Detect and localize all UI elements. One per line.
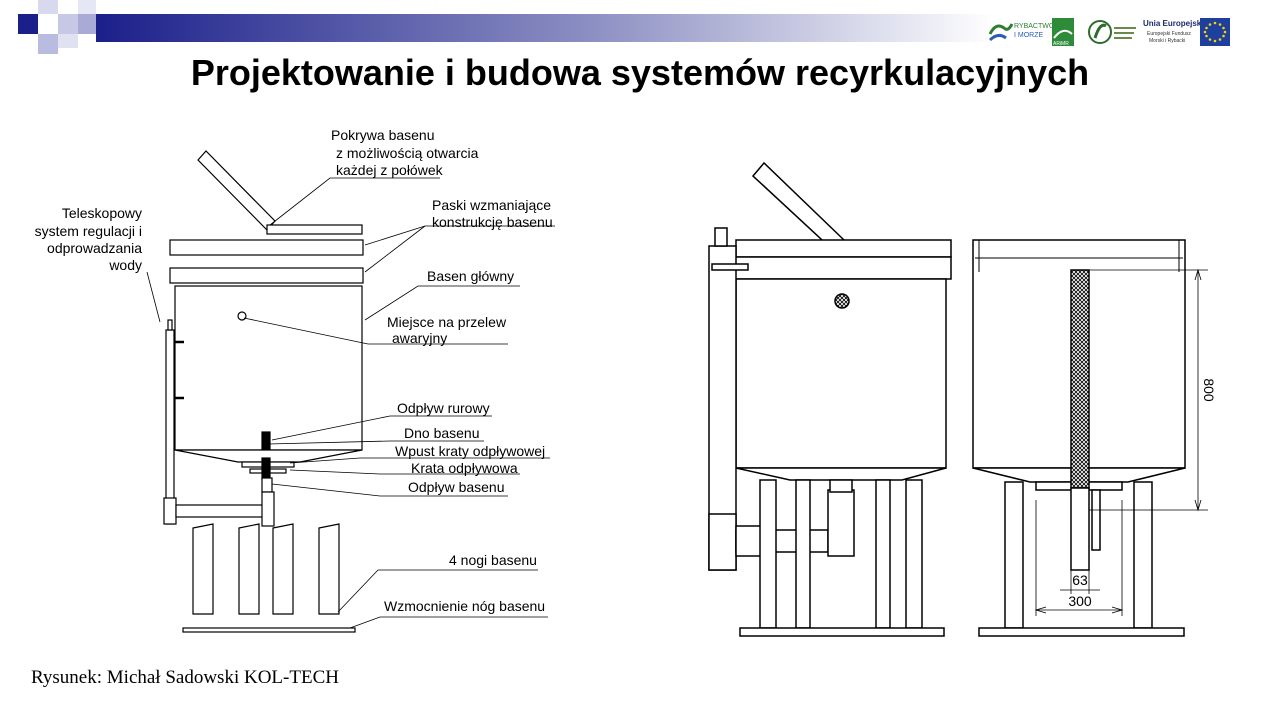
funding-logos: RYBACTWO I MORZE ARiMR Unia Europejska E…	[986, 14, 1234, 50]
eu-fund-text-2: Morski i Rybacki	[1149, 38, 1185, 44]
section-base	[978, 627, 1185, 637]
label-telescopic-3: odprowadzania	[47, 240, 142, 256]
label-telescopic-2: system regulacji i	[35, 223, 142, 239]
label-cover-2: z możliwością otwarcia	[336, 145, 479, 161]
label-pipe-outflow: Odpływ rurowy	[397, 400, 490, 416]
section-standpipe-mesh	[1070, 269, 1090, 489]
dimension-height: 800	[1201, 378, 1217, 402]
label-grate: Krata odpływowa	[411, 460, 518, 476]
eu-logo: Unia Europejska Europejski Fundusz Morsk…	[1143, 18, 1230, 46]
rybactwo-text-2: I MORZE	[1014, 32, 1043, 39]
dimension-width: 300	[1068, 593, 1092, 609]
label-straps-2: konstrukcję basenu	[432, 214, 553, 230]
section-standpipe	[1070, 487, 1090, 571]
label-telescopic-1: Teleskopowy	[62, 205, 142, 221]
eu-title-text: Unia Europejska	[1143, 19, 1206, 28]
exploded-view: Pokrywa basenu z możliwością otwarcia ka…	[35, 127, 555, 633]
reinforcing-strap-top	[169, 239, 364, 256]
overflow-hole	[237, 311, 247, 321]
tank-outflow	[261, 477, 273, 493]
label-overflow-1: Miejsce na przelew	[387, 314, 507, 330]
side-overflow-grate	[834, 293, 850, 309]
rybactwo-text-1: RYBACTWO	[1014, 23, 1055, 30]
label-leg-brace: Wzmocnienie nóg basenu	[384, 598, 545, 614]
side-bottom	[735, 467, 947, 481]
side-leg	[759, 479, 777, 629]
leader-lines	[146, 177, 555, 629]
rybactwo-logo: RYBACTWO I MORZE	[988, 20, 1055, 42]
side-lid	[735, 239, 952, 258]
title-bar-decoration	[18, 0, 996, 54]
leg	[272, 523, 294, 615]
arimr-logo: ARiMR	[1052, 18, 1074, 47]
section-drain	[1091, 489, 1101, 551]
label-cover-3: każdej z połówek	[336, 162, 444, 178]
side-leg	[795, 479, 811, 629]
label-overflow-2: awaryjny	[392, 330, 447, 346]
label-straps-1: Paski wzmaniające	[432, 197, 551, 213]
figure-caption: Rysunek: Michał Sadowski KOL-TECH	[31, 667, 339, 688]
tank-technical-drawing: Pokrywa basenu z możliwością otwarcia ka…	[35, 127, 1217, 637]
slide-title: Projektowanie i budowa systemów recyrkul…	[190, 52, 1090, 93]
label-grate-inlet: Wpust kraty odpływowej	[395, 443, 545, 459]
drain-pipe	[175, 504, 273, 518]
side-leg	[905, 479, 923, 629]
leg	[318, 523, 340, 615]
side-view	[708, 161, 952, 637]
label-main-tank: Basen główny	[427, 268, 514, 284]
arimr-text: ARiMR	[1053, 41, 1069, 47]
label-bottom: Dno basenu	[404, 425, 480, 441]
leg-brace	[182, 627, 356, 633]
section-leg	[1004, 481, 1024, 629]
telescopic-pipe	[165, 329, 175, 525]
lid-flap	[197, 150, 276, 231]
pipe-outflow	[261, 431, 271, 451]
main-tank	[174, 285, 363, 451]
program-emblem-icon	[1088, 20, 1136, 44]
label-cover-1: Pokrywa basenu	[331, 127, 435, 143]
section-leg	[1133, 481, 1153, 629]
dimension-pipe: 63	[1072, 572, 1088, 588]
side-tank	[735, 278, 947, 469]
lid-half	[266, 224, 363, 235]
reinforcing-strap-bottom	[169, 267, 364, 284]
leg	[238, 523, 260, 615]
side-strap	[731, 256, 952, 280]
label-outflow: Odpływ basenu	[408, 479, 505, 495]
eu-fund-text-1: Europejski Fundusz	[1147, 31, 1191, 37]
side-leg	[875, 479, 891, 629]
label-telescopic-4: wody	[108, 257, 142, 273]
side-base	[739, 627, 945, 637]
side-lid-flap	[751, 161, 846, 253]
label-legs: 4 nogi basenu	[449, 552, 537, 568]
section-view: 800 63 300	[972, 239, 1217, 637]
leg	[192, 523, 214, 615]
